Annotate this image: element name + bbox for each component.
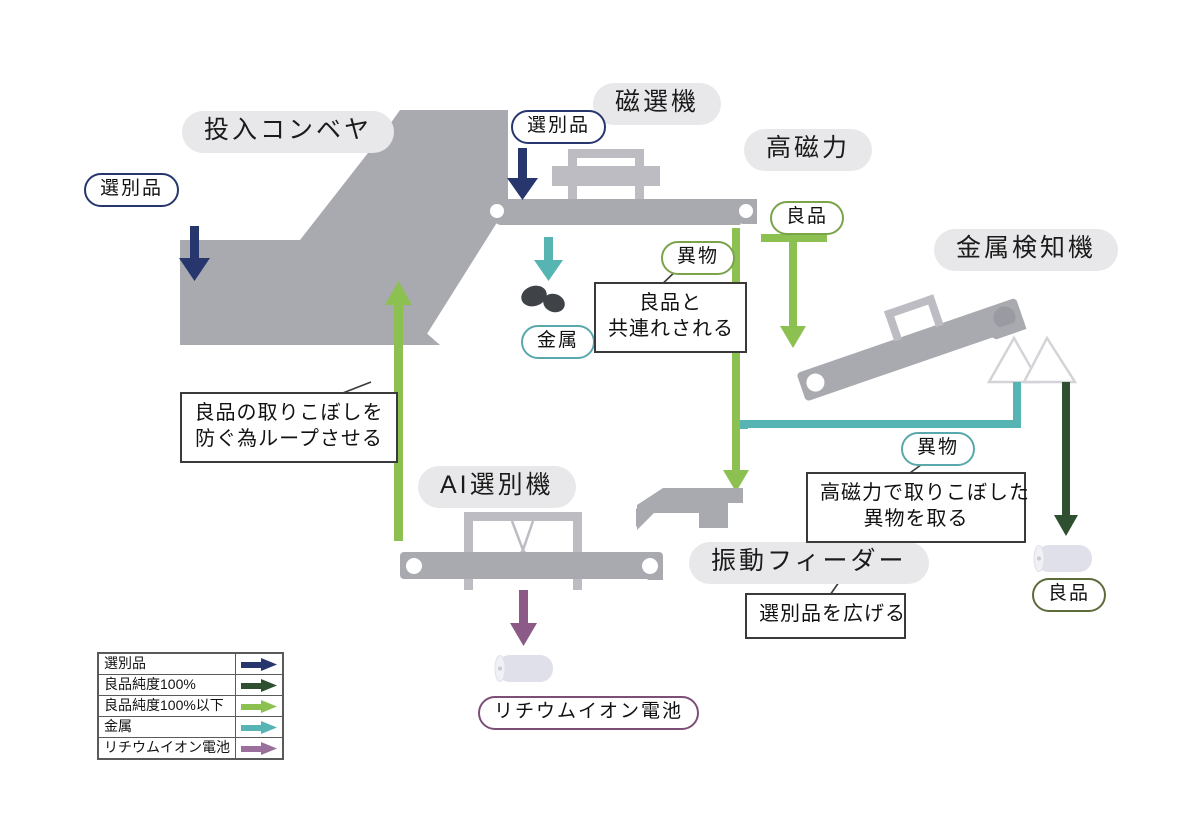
note-loop-line-1: 良品の取りこぼしを — [194, 402, 384, 424]
pill-foreign-detector: 異物 — [901, 432, 976, 466]
metal-chunks-icon — [521, 285, 565, 313]
legend-arrow-sorted — [235, 653, 283, 675]
legend-row: 良品純度100%以下 — [98, 695, 283, 717]
pill-sorted-to-magnetic: 選別品 — [511, 110, 607, 144]
pill-sorted-input: 選別品 — [84, 173, 180, 207]
pill-foreign-magnetic: 異物 — [661, 241, 736, 275]
legend-label: 選別品 — [98, 653, 236, 675]
arrow-loop-to-conveyor — [385, 281, 412, 541]
legend-label: 良品純度100% — [98, 674, 236, 696]
legend-label: 金属 — [98, 716, 236, 738]
note-carryover-line-2: 共連れされる — [608, 317, 734, 340]
legend-label: 良品純度100%以下 — [98, 695, 236, 717]
legend-arrow-good-under100 — [235, 695, 283, 717]
arrow-lithium-out — [510, 590, 537, 646]
machine-label-metal-detector: 金属検知機 — [934, 229, 1119, 271]
magnetic-separator-shape — [486, 149, 757, 225]
legend-arrow-good100 — [235, 674, 283, 696]
legend-label: リチウムイオン電池 — [98, 737, 236, 759]
note-carryover: 良品と 共連れされる — [594, 282, 747, 354]
legend-row: 選別品 — [98, 653, 283, 675]
machine-label-ai-sorter: AI選別機 — [418, 466, 576, 508]
battery-icon-good — [1033, 545, 1092, 572]
arrow-sorted-to-conveyor — [179, 226, 210, 281]
machine-label-high-magnetic: 高磁力 — [744, 129, 873, 171]
machine-label-vibration-feeder: 振動フィーダー — [689, 542, 929, 584]
note-highmag-line-1: 高磁力で取りこぼした — [820, 482, 1030, 504]
battery-icon-lithium — [494, 655, 553, 682]
note-feeder: 選別品を広げる — [745, 593, 906, 639]
metal-detector-shape — [797, 294, 1078, 401]
legend: 選別品 良品純度100% 良品純度100%以下 — [97, 652, 284, 760]
path-foreign-to-ai-sorter — [723, 228, 749, 492]
legend-table: 選別品 良品純度100% 良品純度100%以下 — [98, 653, 283, 759]
path-foreign-from-detector — [740, 382, 1021, 429]
ai-sorter-shape — [400, 512, 663, 590]
note-highmag: 高磁力で取りこぼした 異物を取る — [806, 472, 1030, 544]
legend-body: 選別品 良品純度100% 良品純度100%以下 — [98, 653, 283, 759]
legend-row: 良品純度100% — [98, 674, 283, 696]
legend-row: リチウムイオン電池 — [98, 737, 283, 759]
arrow-sorted-to-magnetic — [507, 148, 538, 200]
pill-lithium-battery: リチウムイオン電池 — [478, 696, 700, 730]
legend-row: 金属 — [98, 716, 283, 738]
input-conveyor-shape — [180, 110, 508, 345]
vibration-feeder-shape — [636, 488, 743, 530]
pill-metal: 金属 — [521, 325, 596, 359]
arrow-metal-down — [534, 237, 563, 281]
pill-good-output: 良品 — [1032, 578, 1107, 612]
note-highmag-line-2: 異物を取る — [863, 507, 969, 530]
machine-label-magnetic-separator: 磁選機 — [593, 83, 722, 125]
note-loop-line-2: 防ぐ為ループさせる — [195, 427, 383, 450]
legend-arrow-metal — [235, 716, 283, 738]
legend-arrow-lithium — [235, 737, 283, 759]
arrow-good-output — [1054, 382, 1078, 536]
pill-good-magnetic: 良品 — [770, 201, 845, 235]
machine-label-input-conveyor: 投入コンベヤ — [182, 111, 395, 153]
note-carryover-line-1: 良品と — [639, 292, 702, 314]
note-loop: 良品の取りこぼしを 防ぐ為ループさせる — [180, 392, 398, 464]
path-good-to-metal-detector — [761, 234, 827, 348]
note-feeder-line-1: 選別品を広げる — [759, 603, 906, 625]
